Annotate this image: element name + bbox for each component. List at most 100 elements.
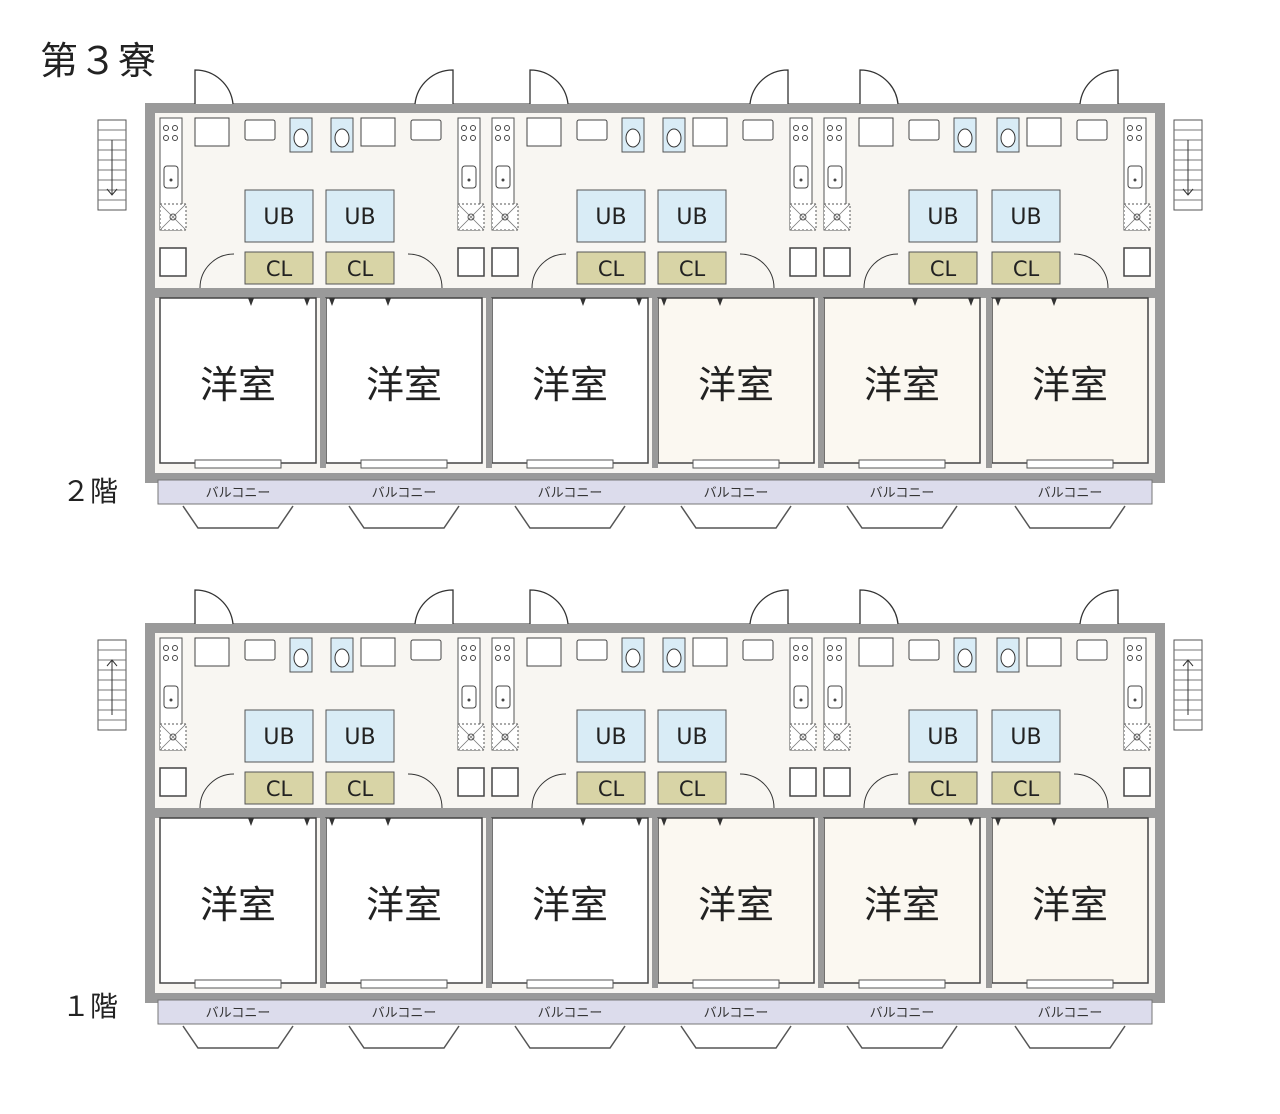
stove-burner-icon [802, 125, 808, 131]
unit-bath [657, 709, 727, 763]
western-room [159, 817, 317, 984]
closet-label: CL [347, 777, 374, 801]
stove-burner-icon [802, 655, 808, 661]
room-door-icon [407, 773, 443, 809]
room-label: 洋室 [366, 363, 442, 407]
unit-bath [244, 709, 314, 763]
room-label: 洋室 [200, 883, 276, 927]
room-door-icon [531, 253, 567, 289]
balcony-rail [1014, 505, 1126, 529]
unit-bath [325, 189, 395, 243]
washbasin-icon [908, 119, 940, 141]
refrigerator-icon [491, 767, 519, 797]
bath-label: UB [1010, 725, 1041, 750]
closet-label: CL [1013, 257, 1040, 281]
unit-bath [991, 709, 1061, 763]
washer-drain-icon [833, 213, 841, 221]
washer-pan-cross-icon [159, 203, 187, 231]
door-marker-icon [912, 818, 918, 826]
unit-bath [244, 189, 314, 243]
balcony-rail [182, 505, 294, 529]
closet [244, 771, 314, 805]
door-marker-icon [968, 818, 974, 826]
stove-burner-icon [836, 125, 842, 131]
toilet-icon [293, 128, 309, 148]
stove-burner-icon [793, 645, 799, 651]
drain-icon [169, 178, 173, 182]
stove-burner-icon [836, 655, 842, 661]
door-marker-icon [912, 298, 918, 306]
down-arrow-icon [1182, 188, 1194, 196]
bath-label: UB [676, 725, 707, 750]
room-label: 洋室 [698, 883, 774, 927]
stove-burner-icon [461, 135, 467, 141]
stove-burner-icon [1127, 655, 1133, 661]
stove-burner-icon [172, 645, 178, 651]
toilet-icon [1000, 128, 1016, 148]
balcony [157, 999, 1153, 1025]
washer-pan-cross-icon [823, 723, 851, 751]
door-marker-icon [329, 298, 335, 306]
western-room [159, 297, 317, 464]
stove-burner-icon [470, 125, 476, 131]
refrigerator-icon [159, 767, 187, 797]
washer-pan-cross-icon [789, 203, 817, 231]
door-marker-icon [717, 818, 723, 826]
genkan-box-icon [692, 637, 728, 667]
western-room [823, 817, 981, 984]
kitchen-sink-icon [495, 685, 511, 709]
entrance-door-icon [1079, 69, 1119, 105]
door-marker-icon [661, 298, 667, 306]
genkan-box-icon [1026, 117, 1062, 147]
building-title: 第３寮 [40, 39, 158, 83]
door-marker-icon [1051, 818, 1057, 826]
door-marker-icon [968, 298, 974, 306]
entrance-door-icon [1079, 589, 1119, 625]
toilet-icon [334, 128, 350, 148]
kitchen-sink-icon [163, 685, 179, 709]
washer-pan-cross-icon [457, 203, 485, 231]
balcony-window [360, 459, 448, 469]
western-room [325, 817, 483, 984]
door-marker-icon [717, 298, 723, 306]
washer-pan-cross-icon [457, 723, 485, 751]
drain-icon [501, 698, 505, 702]
closet-label: CL [266, 777, 293, 801]
balcony-label: バルコニー [1038, 1006, 1103, 1021]
unit-bath [908, 709, 978, 763]
washbasin-icon [1076, 639, 1108, 661]
stove-burner-icon [495, 645, 501, 651]
closet [991, 771, 1061, 805]
stove-burner-icon [836, 645, 842, 651]
room-door-icon [199, 773, 235, 809]
party-wall [818, 818, 824, 988]
toilet-icon [625, 648, 641, 668]
washbasin-icon [576, 119, 608, 141]
genkan-box-icon [526, 117, 562, 147]
stove-burner-icon [163, 655, 169, 661]
closet [576, 251, 646, 285]
genkan-box-icon [1026, 637, 1062, 667]
room-door-icon [199, 253, 235, 289]
party-wall [818, 298, 824, 468]
stove-burner-icon [827, 645, 833, 651]
stove-burner-icon [836, 135, 842, 141]
stove-burner-icon [163, 135, 169, 141]
balcony-rail [182, 1025, 294, 1049]
closet [657, 771, 727, 805]
unit-bath [325, 709, 395, 763]
refrigerator-icon [457, 767, 485, 797]
stair-left [97, 119, 127, 211]
drain-icon [169, 698, 173, 702]
bath-label: UB [595, 725, 626, 750]
stair-right [1173, 119, 1203, 211]
western-room [991, 297, 1149, 464]
entrance-door-icon [194, 589, 234, 625]
door-marker-icon [248, 818, 254, 826]
party-wall [986, 818, 992, 988]
door-marker-icon [636, 298, 642, 306]
drain-icon [799, 178, 803, 182]
refrigerator-icon [1123, 247, 1151, 277]
closet [576, 771, 646, 805]
